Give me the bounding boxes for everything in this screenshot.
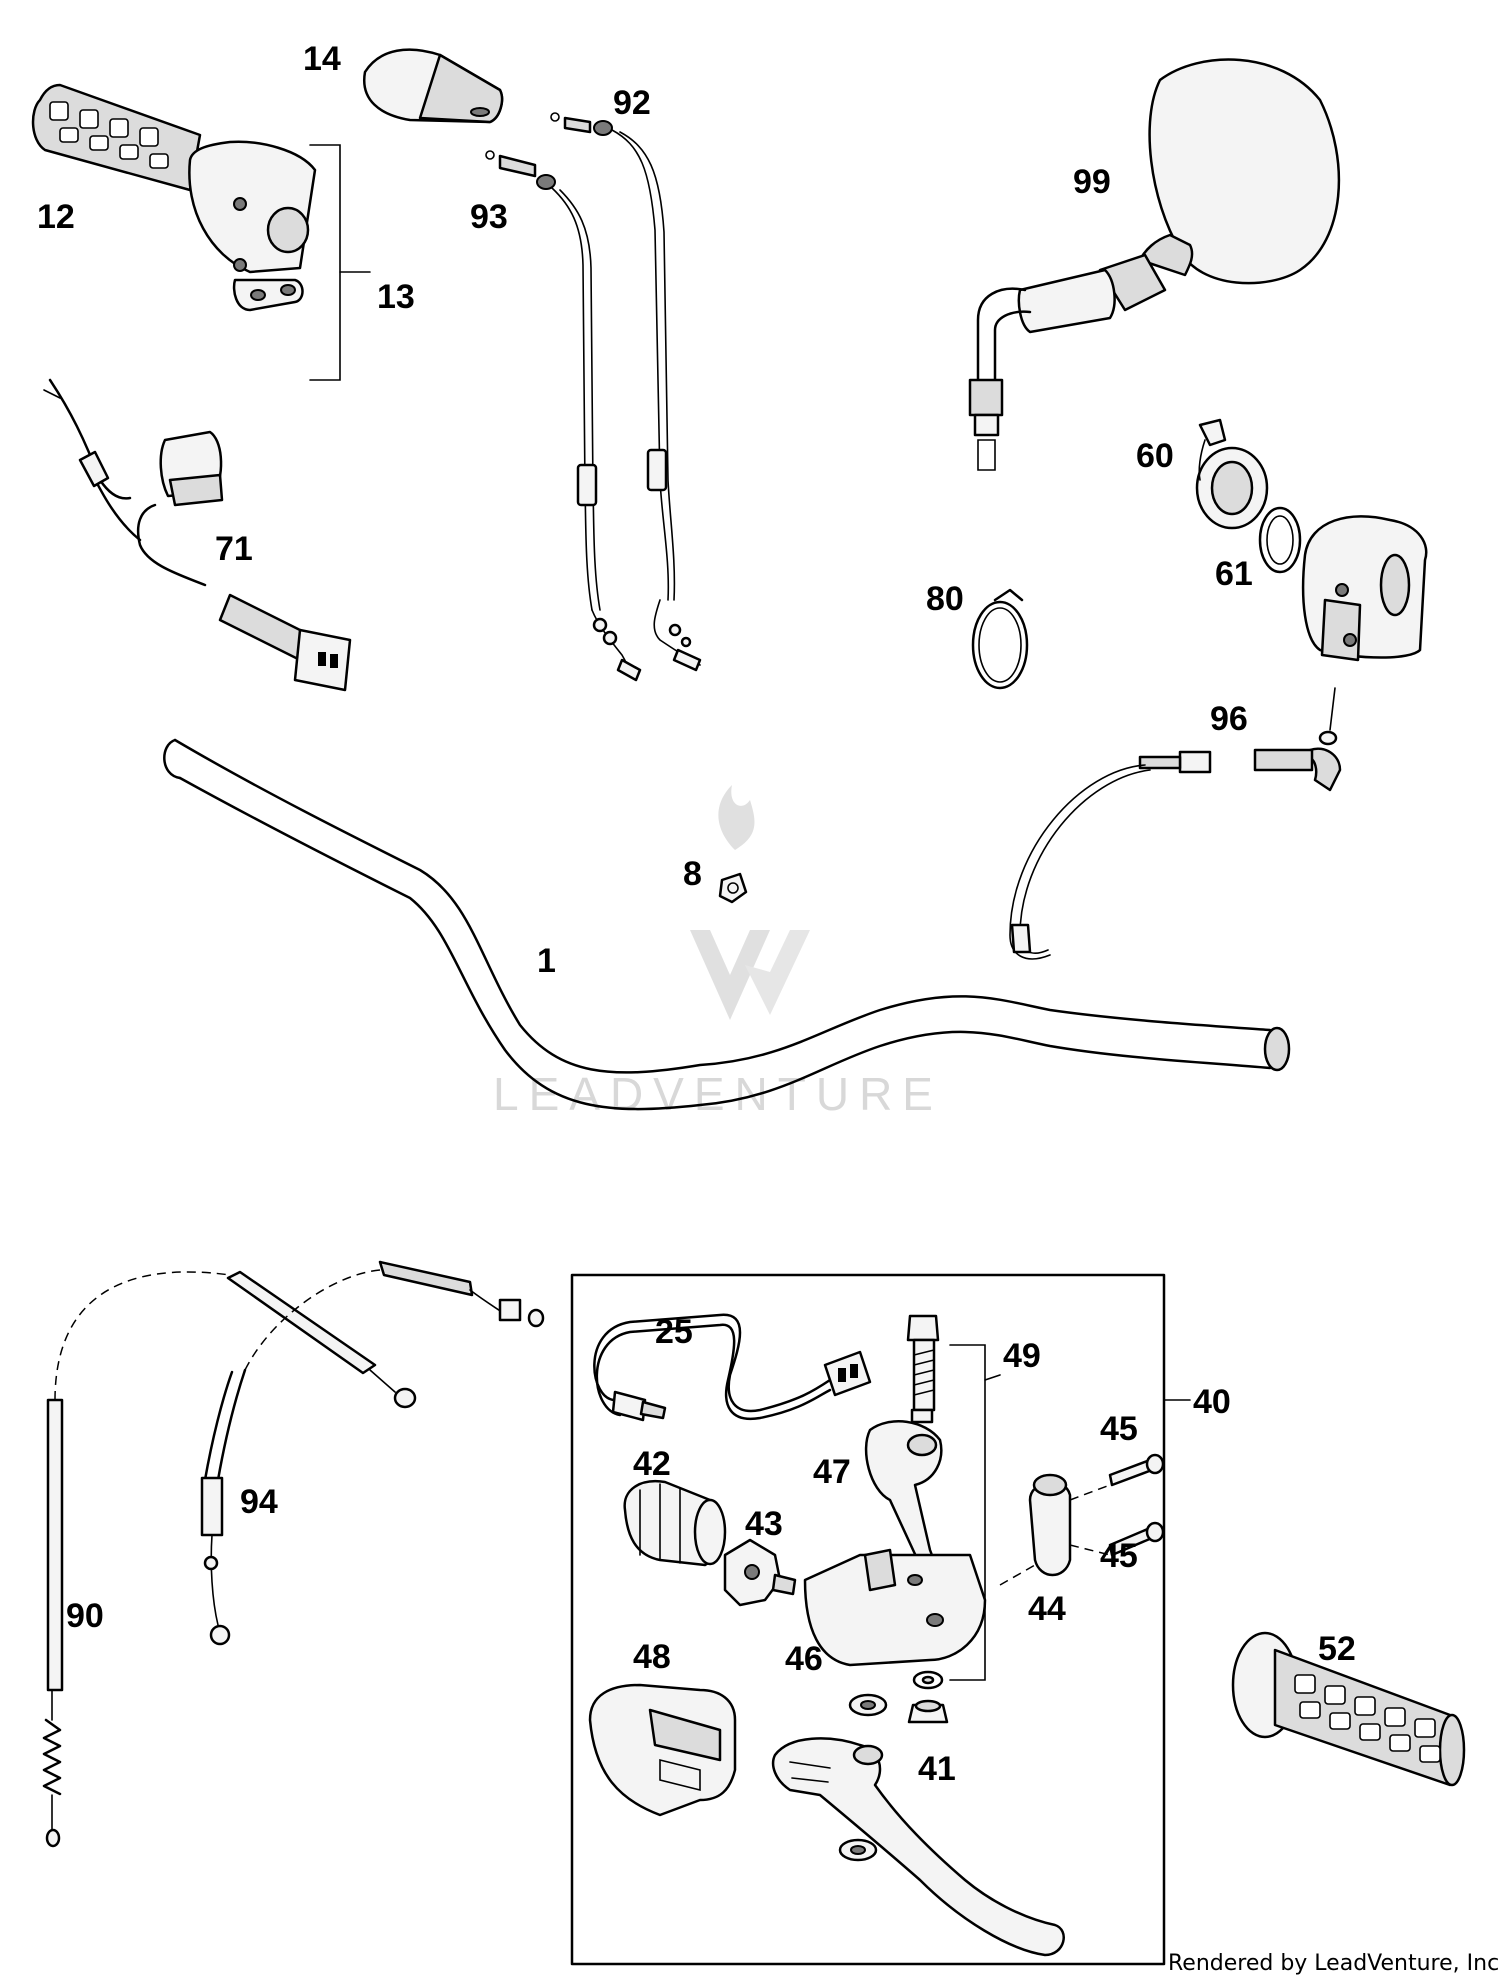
label-93: 93 — [470, 198, 508, 236]
screw-45a — [1108, 1453, 1165, 1487]
label-92: 92 — [613, 84, 651, 122]
adjuster-nut-43 — [723, 1538, 797, 1607]
screw-45b — [1108, 1521, 1165, 1557]
label-61: 61 — [1215, 555, 1253, 593]
label-47: 47 — [813, 1453, 851, 1491]
clamp-ring-60 — [1195, 418, 1269, 530]
lever-bracket-46 — [803, 1548, 987, 1667]
label-90: 90 — [66, 1597, 104, 1635]
label-45-bottom: 45 — [1100, 1537, 1138, 1575]
switch-housing-61 — [1301, 515, 1428, 662]
watermark-logo — [690, 785, 810, 1020]
throttle-cover — [362, 48, 504, 124]
left-grip-52 — [1231, 1631, 1466, 1787]
label-13: 13 — [377, 278, 415, 316]
label-49: 49 — [1003, 1337, 1041, 1375]
handlebar — [163, 738, 1291, 1111]
clutch-lever-assembly-box — [570, 1273, 1191, 1966]
watermark-text: LEADVENTURE — [493, 1068, 943, 1120]
label-80: 80 — [926, 580, 964, 618]
washer — [1258, 506, 1302, 574]
lever-guard-48 — [588, 1683, 737, 1817]
label-12: 12 — [37, 198, 75, 236]
throttle-grip — [31, 83, 202, 192]
label-1: 1 — [537, 942, 556, 980]
clamp-part — [718, 872, 748, 904]
label-96: 96 — [1210, 700, 1248, 738]
label-48: 48 — [633, 1638, 671, 1676]
label-41: 41 — [918, 1750, 956, 1788]
clutch-cable-90 — [42, 1271, 231, 1848]
throttle-cable-92 — [550, 112, 702, 672]
label-42: 42 — [633, 1445, 671, 1483]
label-46: 46 — [785, 1640, 823, 1678]
pivot-bolt-49 — [906, 1314, 1001, 1681]
dust-boot-42 — [623, 1479, 727, 1567]
label-45-top: 45 — [1100, 1410, 1138, 1448]
label-43: 43 — [745, 1505, 783, 1543]
adjuster-47 — [864, 1420, 943, 1568]
cable-96 — [1009, 687, 1342, 960]
label-25: 25 — [655, 1313, 693, 1351]
label-44: 44 — [1028, 1590, 1066, 1628]
washer-lever-bottom — [838, 1838, 878, 1862]
kill-switch — [43, 378, 352, 692]
label-99: 99 — [1073, 163, 1111, 201]
rear-mirror — [968, 58, 1341, 471]
label-40: 40 — [1193, 1383, 1231, 1421]
nut — [907, 1699, 949, 1724]
label-94: 94 — [240, 1483, 278, 1521]
lever-clamp-44 — [999, 1473, 1111, 1586]
washer-upper — [912, 1670, 944, 1690]
throttle-housing — [188, 140, 317, 312]
clutch-lever-41 — [771, 1737, 1065, 1957]
label-52: 52 — [1318, 1630, 1356, 1668]
label-14: 14 — [303, 40, 341, 78]
hose-clip-80 — [971, 588, 1029, 690]
throttle-cable-93 — [485, 150, 642, 682]
clutch-switch-25 — [593, 1313, 872, 1422]
label-60: 60 — [1136, 437, 1174, 475]
credit-text: Rendered by LeadVenture, Inc. — [1168, 1951, 1500, 1976]
washer-lever-top — [848, 1693, 888, 1717]
bracket-13 — [309, 144, 371, 381]
label-8: 8 — [683, 855, 702, 893]
hot-start-cable-94 — [200, 1260, 545, 1646]
label-71: 71 — [215, 530, 253, 568]
